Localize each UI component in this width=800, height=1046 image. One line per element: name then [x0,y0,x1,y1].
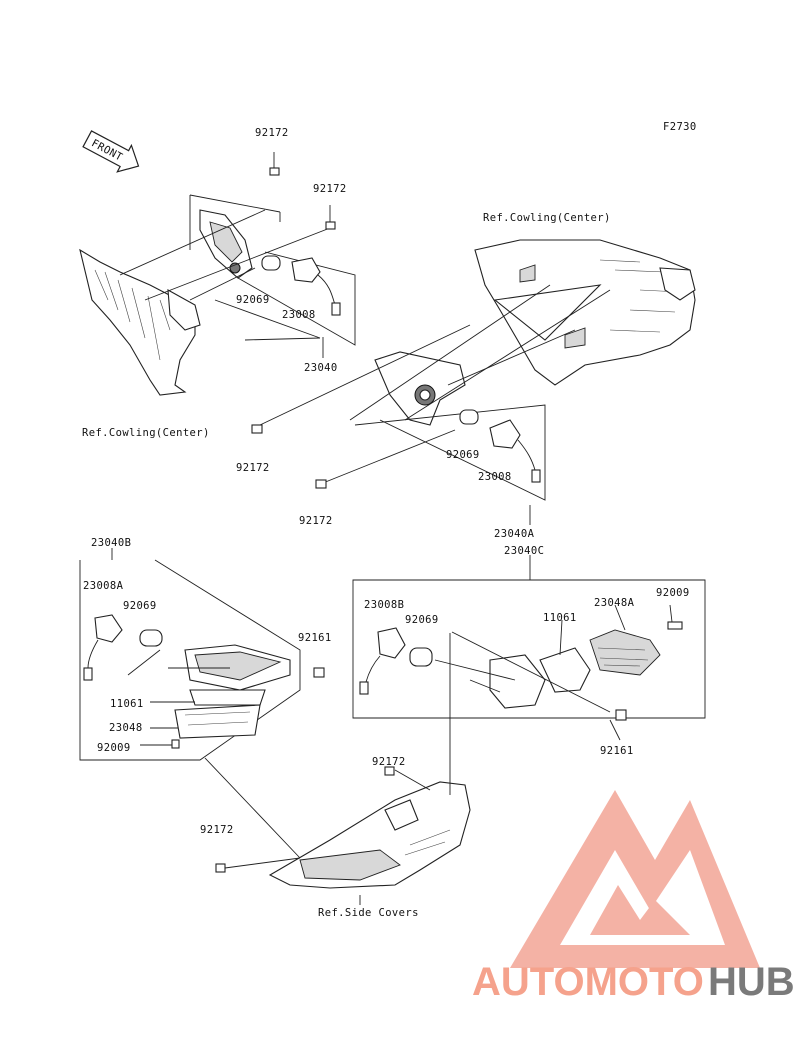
box-23040C [352,579,706,719]
watermark-part2: HUB [708,960,795,1004]
label-23008-b: 23008 [478,471,512,483]
label-23008-a: 23008 [282,309,316,321]
socket-23008A [83,614,123,681]
center-bracket-housing [374,351,466,426]
label-11061-a: 11061 [110,698,144,710]
label-11061-b: 11061 [543,612,577,624]
label-23048A: 23048A [594,597,635,609]
screw-92172-e [384,766,395,776]
label-92172-b: 92172 [313,183,347,195]
nut-92161-b [615,709,627,721]
lens-housing-b [174,644,291,739]
label-23040: 23040 [304,362,338,374]
screw-92009-a [171,739,180,749]
label-92172-d: 92172 [299,515,333,527]
screw-92172-d [315,479,327,489]
label-92172-e: 92172 [372,756,406,768]
label-92069-b: 92069 [446,449,480,461]
lens-housing-c [489,629,661,709]
label-23040B: 23040B [91,537,131,549]
label-23040C: 23040C [504,545,544,557]
label-92009-a: 92009 [97,742,131,754]
bulb-92069-d [409,647,433,667]
label-92069-c: 92069 [123,600,157,612]
label-92069-d: 92069 [405,614,439,626]
watermark-logo [510,790,760,968]
label-92172-a: 92172 [255,127,289,139]
label-ref-cowling-right: Ref.Cowling(Center) [483,212,611,224]
label-23008A: 23008A [83,580,124,592]
label-ref-cowling-left: Ref.Cowling(Center) [82,427,210,439]
socket-23008-b [489,419,541,483]
label-92161-a: 92161 [298,632,332,644]
screw-92172-a [269,152,280,176]
left-bracket-housing [199,209,253,279]
right-cowling-part [474,239,696,386]
label-92172-f: 92172 [200,824,234,836]
socket-23008B [359,627,406,695]
front-arrow-icon: FRONT [82,130,140,173]
watermark-text: AUTOMOTO HUB [472,960,795,1004]
label-ref-side-covers: Ref.Side Covers [318,907,419,919]
label-23048: 23048 [109,722,143,734]
figure-code: F2730 [663,121,697,133]
screw-92172-c [251,424,263,434]
bulb-92069-b [459,409,479,425]
label-92161-b: 92161 [600,745,634,757]
label-92009-b: 92009 [656,587,690,599]
label-92172-c: 92172 [236,462,270,474]
screw-92172-b [325,205,336,230]
watermark-part1: AUTOMOTO [472,960,704,1004]
side-cover-part [268,781,471,889]
bulb-92069-a [261,255,281,271]
label-92069-a: 92069 [236,294,270,306]
bulb-92069-c [139,629,163,647]
screw-92009-b [667,621,683,630]
nut-92161-a [313,667,325,678]
left-cowling-part [79,248,201,396]
screw-92172-f [215,863,226,873]
label-23008B: 23008B [364,599,404,611]
socket-23008-a [291,257,341,316]
label-23040A: 23040A [494,528,535,540]
